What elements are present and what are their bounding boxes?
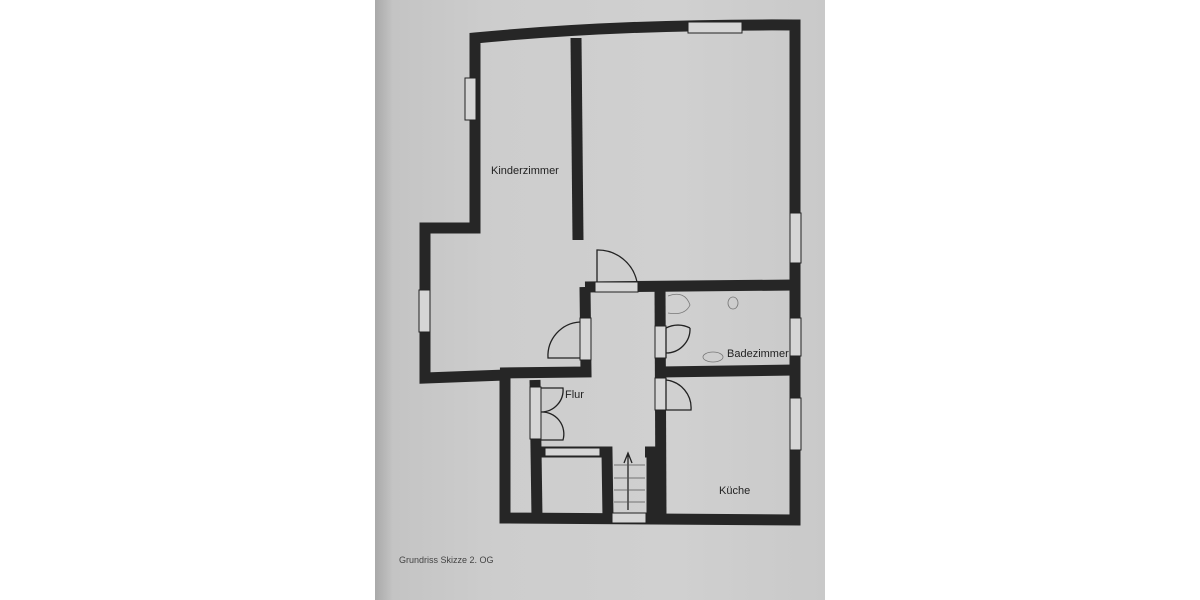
bathtub-icon <box>667 293 691 315</box>
door-frame-closet <box>529 386 542 440</box>
window-kinderzimmer <box>464 77 477 121</box>
door-frame-left <box>579 317 592 361</box>
sink-icon <box>702 351 724 363</box>
room-label-badezimmer: Badezimmer <box>727 348 789 360</box>
door-swing-left <box>547 321 581 359</box>
door-frame-kitchen <box>654 377 667 411</box>
wall-kinderzimmer-divider <box>570 37 584 241</box>
door-frame-bath <box>654 325 667 359</box>
toilet-icon <box>727 296 739 310</box>
wall-flur-left <box>499 286 592 379</box>
wall-stairs-right <box>645 446 658 518</box>
wall-storage <box>540 446 614 519</box>
door-swing-bath <box>665 324 691 358</box>
window-bottom <box>611 512 647 524</box>
room-label-flur: Flur <box>565 389 584 401</box>
paper-sheet <box>375 0 825 600</box>
room-label-kueche: Küche <box>719 485 751 497</box>
window-kitchen <box>789 397 802 451</box>
door-swing-kitchen <box>665 378 692 411</box>
door-frame-top <box>594 281 639 293</box>
window-bath <box>789 317 802 357</box>
caption: Grundriss Skizze 2. OG <box>399 555 494 565</box>
window-top <box>687 21 743 34</box>
sliding-door <box>544 447 601 457</box>
wall-bath-kitchen <box>659 364 796 378</box>
door-swing-top <box>596 249 638 283</box>
outer-wall <box>419 19 801 526</box>
room-label-kinderzimmer: Kinderzimmer <box>491 165 559 177</box>
window-right-upper <box>789 212 802 264</box>
window-left <box>418 289 431 333</box>
door-swing-closet <box>540 387 565 441</box>
stairs-arrow <box>623 451 633 510</box>
